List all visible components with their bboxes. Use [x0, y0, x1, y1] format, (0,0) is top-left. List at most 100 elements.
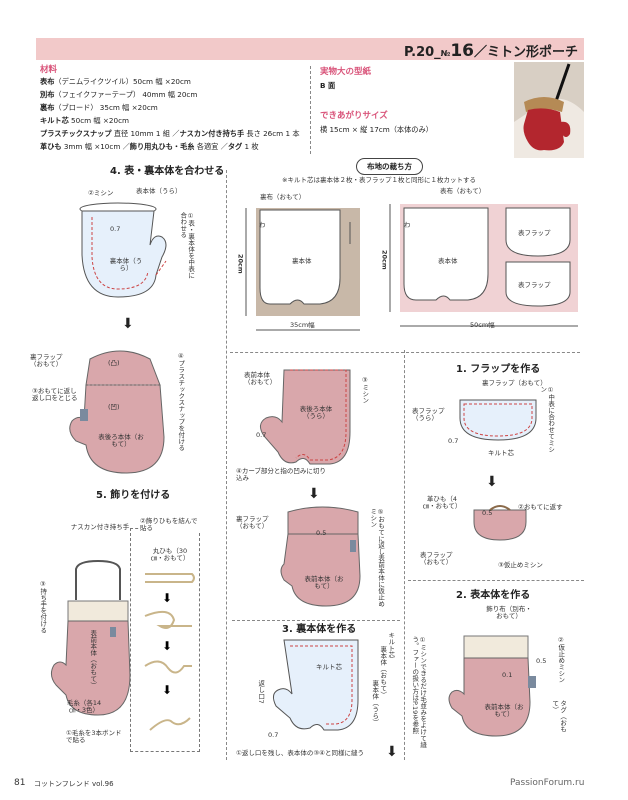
step3-ura-body-2: 裏本体（うら） — [370, 680, 379, 726]
decor-note: ②飾りひもを結んで貼る — [140, 517, 200, 533]
material-line: プラスチックスナップ 直径 10mm 1 組 ／ナスカン付き持ち手 長さ 26c… — [40, 129, 300, 138]
snap-concave: (凹) — [108, 403, 120, 411]
center-val-05: 0.5 — [316, 529, 327, 537]
align-note: ①表・裏本体を中表に合わせる — [178, 212, 195, 279]
snap-convex: (凸) — [108, 359, 120, 367]
step5-heading: 5. 飾りを付ける — [96, 490, 171, 501]
omote-fabric-label: 表布（おもて） — [440, 187, 486, 195]
return-stitch-note: ⑤おもてに返し表前本体に仮止めミシン — [368, 508, 385, 607]
arrow-down-icon: ⬇ — [486, 474, 498, 490]
page-title: P.20_№16／ミトン形ポーチ — [404, 41, 578, 61]
flap-piece-1: 表フラップ — [518, 229, 551, 237]
val-07: 0.7 — [110, 225, 121, 233]
yarn-label: 毛糸（各14㎝・3色） — [66, 699, 102, 715]
divider — [404, 350, 405, 760]
divider — [408, 580, 584, 581]
left-height: 20cm — [236, 254, 245, 274]
omote-body-piece: 表本体 — [438, 257, 458, 265]
ura-flap-label: 裏フラップ（おもて） — [30, 353, 63, 369]
omote-body-label: 表本体（うら） — [136, 187, 182, 195]
curve-note: ④カーブ部分と指の凹みに切り込み — [236, 467, 326, 483]
watermark: PassionForum.ru — [510, 778, 585, 788]
svg-text:⬇: ⬇ — [162, 639, 172, 653]
leather-label: 革ひも（4㎝・おもて） — [422, 495, 462, 511]
step2-tack: ②仮止めミシン — [556, 636, 565, 683]
step2-tag: タグ（おもて） — [550, 700, 567, 733]
page-number: 81 — [14, 778, 26, 788]
center-ura-flap: 裏フラップ（おもて） — [236, 515, 269, 531]
cutting-heading: 布地の裁ち方 — [356, 158, 423, 175]
mishin3: ③ミシン — [360, 376, 369, 404]
header-bar — [36, 38, 584, 60]
step3-heading: 3. 裏本体を作る — [282, 624, 357, 635]
front-body-label: 表前本体（おもて） — [88, 630, 97, 689]
cutting-right — [389, 204, 578, 327]
arrow-down-icon: ⬇ — [308, 486, 320, 502]
svg-text:⬇: ⬇ — [162, 683, 172, 697]
step1-diagram-bottom — [473, 505, 527, 541]
attach-handle-note: ③持ち手を付ける — [38, 580, 47, 634]
material-line: キルト芯 50cm 幅 ×20cm — [40, 116, 130, 125]
wa-mark: わ — [259, 221, 266, 229]
front-body-ura: 表前本体（おもて） — [244, 371, 277, 387]
step5-diagram — [50, 559, 131, 716]
step1-val-07: 0.7 — [448, 437, 459, 445]
left-width: 35cm幅 — [290, 321, 315, 329]
return-note: ③おもてに返し返し口をとじる — [32, 387, 78, 403]
pattern-heading: 実物大の型紙 — [320, 67, 372, 77]
step4-heading: 4. 表・裏本体を合わせる — [110, 166, 225, 177]
step3-footnote: ①返し口を残し、表本体の③④と同様に縫う — [236, 749, 364, 757]
wa-mark-right: わ — [404, 221, 411, 229]
step2-heading: 2. 表本体を作る — [456, 590, 531, 601]
cutting-note: ※キルト芯は裏本体２枚・表フラップ１枚と同形に１枚カットする — [282, 176, 476, 184]
material-line: 裏布（ブロード） 35cm 幅 ×20cm — [40, 103, 158, 112]
size-value: 横 15cm × 縦 17cm（本体のみ） — [320, 125, 433, 134]
step2-diagram — [448, 635, 536, 737]
step2-val-05: 0.5 — [536, 657, 547, 665]
step1-diagram-top — [459, 399, 537, 441]
arrow-down-icon: ⬇ — [122, 316, 134, 332]
back-body-label: 表後ろ本体（うら） — [299, 405, 333, 421]
bond-note: ①毛糸を3本ボンドで貼る — [66, 729, 122, 745]
snap-note: ④プラスチックスナップを付ける — [176, 352, 185, 451]
decor-cloth: 飾り布（別布・おもて） — [486, 605, 532, 621]
step1-return: ②おもてに返す — [518, 503, 563, 511]
size-heading: できあがりサイズ — [320, 111, 388, 121]
right-width: 50cm幅 — [470, 321, 495, 329]
pattern-value: B 面 — [320, 81, 336, 90]
material-line: 別布（フェイクファーテープ） 40mm 幅 20cm — [40, 90, 198, 99]
right-height: 20cm — [380, 250, 389, 270]
svg-text:⬇: ⬇ — [162, 591, 172, 605]
ura-body-piece: 裏本体 — [292, 257, 312, 265]
center-val-07: 0.7 — [256, 431, 267, 439]
arrow-down-icon: ⬇ — [386, 744, 398, 760]
step1-omote-flap: 表フラップ（うら） — [412, 407, 445, 423]
step2-front-body: 表前本体（おもて） — [484, 703, 524, 719]
step4-diagram-bottom — [69, 350, 165, 474]
product-photo — [514, 62, 584, 158]
material-line: 革ひも 3mm 幅 ×10cm ／飾り用丸ひも・毛糸 各適宜 ／タグ 1 枚 — [40, 142, 259, 151]
step2-mishin-note: ①ミシンできるだけ毛並みをよけて縫う。ファーの扱い方はP.19を参照 — [410, 636, 427, 748]
ura-body-label: 裏本体（うら） — [109, 257, 143, 273]
magazine-name: コットンフレンド vol.96 — [34, 780, 114, 788]
nasukan-label: ナスカン付き持ち手 — [70, 523, 130, 531]
materials-heading: 材料 — [40, 65, 58, 75]
round-cord-label: 丸ひも（30㎝・おもて） — [150, 547, 190, 563]
cutting-left — [245, 208, 360, 331]
quilt-label-2: キルト芯 — [386, 632, 395, 658]
flap-piece-2: 表フラップ — [518, 281, 551, 289]
divider — [232, 620, 400, 621]
step1-quilt: キルト芯 — [488, 449, 514, 457]
center-front-body: 表前本体（おもて） — [304, 575, 344, 591]
ura-fabric-label: 裏布（おもて） — [260, 193, 306, 201]
step1-flap-omote: 表フラップ（おもて） — [420, 551, 453, 567]
divider — [230, 352, 580, 353]
step1-val-05: 0.5 — [482, 509, 493, 517]
step3-diagram — [272, 639, 359, 731]
step1-tack: ③仮止めミシン — [498, 561, 543, 569]
step1-align: ①中表に合わせてミシン — [538, 386, 555, 453]
return-opening: 返し口7 — [256, 680, 265, 704]
step3-ura-body: 裏本体（おもて） — [378, 646, 387, 698]
front-back-body: 表後ろ本体（おもて） — [98, 433, 144, 449]
knot-steps: ⬇ ⬇ ⬇ — [144, 573, 195, 731]
